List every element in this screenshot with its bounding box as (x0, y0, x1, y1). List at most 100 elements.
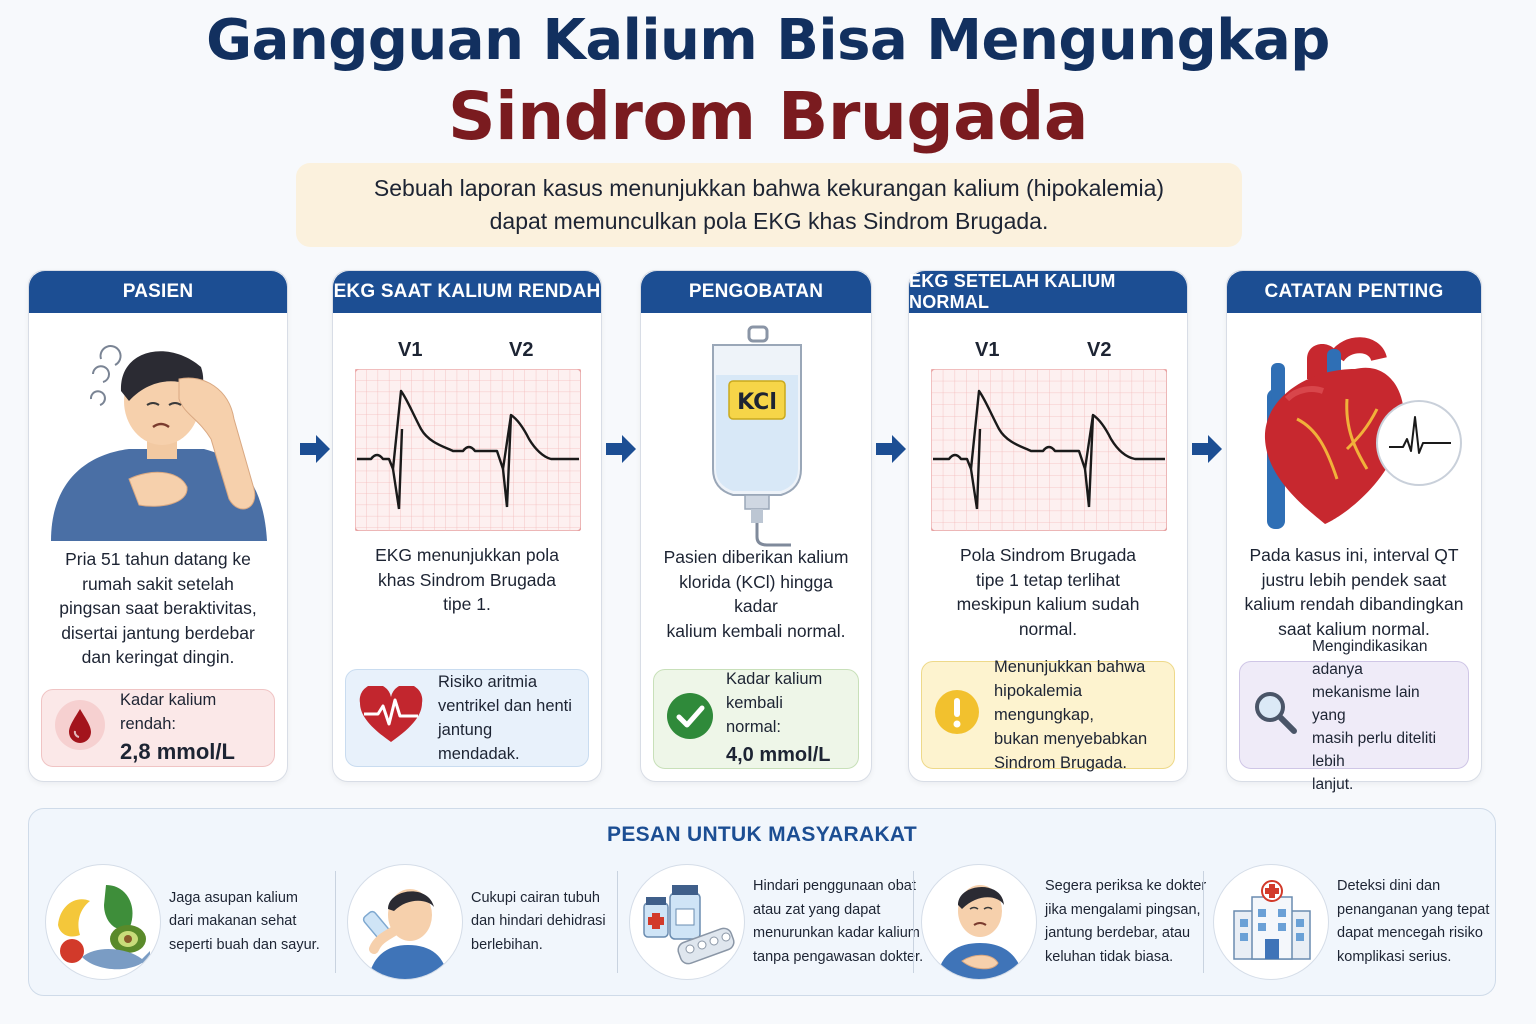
sick-man-illustration (29, 319, 287, 549)
text-line: EKG menunjukkan pola (375, 545, 559, 565)
public-message-panel: PESAN UNTUK MASYARAKAT Jaga asupan kaliu… (28, 808, 1496, 996)
tip-food: Jaga asupan kalium dari makanan sehat se… (45, 861, 320, 983)
heart-pulse-icon (358, 683, 424, 751)
tip-medicine-text: Hindari penggunaan obat atau zat yang da… (753, 875, 923, 969)
text-line: Segera periksa ke dokter (1045, 878, 1207, 894)
arrow-right-icon (1190, 432, 1224, 471)
lead-v1-label: V1 (975, 339, 1000, 361)
lead-v1-label: V1 (398, 339, 423, 361)
lead-v2-label: V2 (509, 339, 534, 361)
card-catatan: CATATAN PENTING Pada kasus ini, interval… (1226, 270, 1482, 793)
tip-doctor: Segera periksa ke dokter jika mengalami … (921, 861, 1206, 983)
text-line: Deteksi dini dan (1337, 878, 1441, 894)
tip-hospital: Deteksi dini dan penanganan yang tepat d… (1213, 861, 1489, 983)
text-line: saat kalium normal. (1278, 618, 1430, 639)
note-line: bukan menyebabkan (994, 730, 1148, 748)
card-pasien-text: Pria 51 tahun datang ke rumah sakit sete… (43, 547, 273, 670)
note-line: Sindrom Brugada. (994, 754, 1127, 772)
note-line: masih perlu diteliti lebih (1312, 729, 1437, 770)
heart-illustration (1227, 319, 1481, 549)
text-line: komplikasi serius. (1337, 948, 1452, 965)
card-catatan-text: Pada kasus ini, interval QT justru lebih… (1241, 543, 1467, 641)
text-line: khas Sindrom Brugada (377, 569, 557, 590)
text-line: menurunkan kadar kalium (753, 925, 920, 941)
potassium-low-value: 2,8 mmol/L (120, 739, 235, 764)
magnifier-icon (1252, 689, 1298, 742)
medicine-icon (629, 864, 745, 980)
text-line: tipe 1 tetap terlihat (976, 569, 1120, 590)
text-line: dari makanan sehat (169, 913, 297, 930)
note-line: ventrikel dan henti (438, 697, 572, 715)
potassium-low-note: Kadar kalium rendah: 2,8 mmol/L (41, 689, 275, 767)
arrow-right-icon (298, 432, 332, 471)
card-pasien: PASIEN Pria 51 tahun datang ke rumah sak… (28, 270, 288, 782)
text-line: Pria 51 tahun datang ke (65, 549, 251, 569)
text-line: klorida (KCl) hingga kadar (679, 571, 833, 617)
tip-water-text: Cukupi cairan tubuh dan hindari dehidras… (471, 887, 606, 958)
lead-v2-label: V2 (1087, 339, 1112, 361)
card-ekg-rendah-header: EKG SAAT KALIUM RENDAH (333, 271, 601, 313)
note-line: lanjut. (1312, 775, 1354, 793)
text-line: kalium rendah dibandingkan (1244, 594, 1464, 614)
note-line: Mengindikasikan adanya (1312, 637, 1428, 678)
blood-drop-icon (54, 699, 106, 758)
tip-medicine: Hindari penggunaan obat atau zat yang da… (629, 861, 923, 983)
text-line: dapat mencegah risiko (1337, 925, 1483, 941)
tip-doctor-text: Segera periksa ke dokter jika mengalami … (1045, 875, 1206, 969)
note-line: mekanisme lain yang (1312, 683, 1420, 724)
card-ekg-rendah-text: EKG menunjukkan pola khas Sindrom Brugad… (347, 543, 587, 617)
hospital-icon (1213, 864, 1329, 980)
tip-food-text: Jaga asupan kalium dari makanan sehat se… (169, 887, 320, 958)
note-line: normal: (726, 718, 782, 736)
text-line: atau zat yang dapat (753, 901, 881, 918)
potassium-normal-note: Kadar kalium kembali normal: 4,0 mmol/L (653, 669, 859, 769)
divider (913, 871, 914, 973)
intro-line-2: dapat memunculkan pola EKG khas Sindrom … (489, 208, 1049, 234)
card-pengobatan: PENGOBATAN KCl Pasien diberikan kalium k… (640, 270, 872, 782)
text-line: kalium kembali normal. (666, 620, 846, 641)
text-line: seperti buah dan sayur. (169, 936, 320, 953)
text-line: penanganan yang tepat (1337, 901, 1490, 918)
text-line: Hindari penggunaan obat (753, 878, 916, 894)
divider (335, 871, 336, 973)
divider (1203, 871, 1204, 973)
note-line: Risiko aritmia (438, 673, 538, 691)
card-ekg-rendah: EKG SAAT KALIUM RENDAH V1 V2 EKG menunju… (332, 270, 602, 782)
note-line: jantung mendadak. (438, 721, 520, 763)
potassium-normal-value: 4,0 mmol/L (726, 744, 831, 766)
text-line: keluhan tidak biasa. (1045, 948, 1174, 965)
check-circle-icon (666, 692, 714, 747)
tip-hospital-text: Deteksi dini dan penanganan yang tepat d… (1337, 875, 1489, 969)
note-line: Kadar kalium kembali (726, 670, 823, 712)
warning-icon (934, 689, 980, 742)
intro-line-1: Sebuah laporan kasus menunjukkan bahwa k… (373, 175, 1165, 201)
text-line: jantung berdebar, atau (1045, 925, 1191, 941)
kcl-label: KCl (737, 390, 777, 415)
text-line: jika mengalami pingsan, (1045, 901, 1201, 918)
text-line: tanpa pengawasan dokter. (753, 948, 924, 965)
page-subtitle: Sindrom Brugada (448, 78, 1088, 155)
text-line: Cukupi cairan tubuh (471, 889, 600, 906)
text-line: berlebihan. (471, 936, 543, 953)
arrhythmia-risk-note: Risiko aritmia ventrikel dan henti jantu… (345, 669, 589, 767)
arrow-right-icon (874, 432, 908, 471)
text-line: meskipun kalium sudah (956, 594, 1140, 614)
public-message-title: PESAN UNTUK MASYARAKAT (607, 823, 917, 846)
text-line: rumah sakit setelah (82, 573, 234, 594)
hypokalemia-note: Menunjukkan bahwa hipokalemia mengungkap… (921, 658, 1175, 772)
mechanism-note: Mengindikasikan adanya mekanisme lain ya… (1239, 638, 1469, 793)
text-line: Pola Sindrom Brugada (959, 545, 1137, 565)
page-title: Gangguan Kalium Bisa Mengungkap (206, 8, 1330, 73)
text-line: normal. (1018, 618, 1078, 639)
divider (617, 871, 618, 973)
healthy-food-icon (45, 864, 161, 980)
card-ekg-normal-header: EKG SETELAH KALIUM NORMAL (909, 271, 1187, 313)
dizzy-swirl-icon (89, 345, 122, 406)
text-line: dan hindari dehidrasi (471, 913, 606, 930)
card-ekg-normal: EKG SETELAH KALIUM NORMAL V1 V2 Pola Sin… (908, 270, 1188, 782)
text-line: Pada kasus ini, interval QT (1249, 545, 1459, 565)
chest-pain-person-icon (921, 864, 1037, 980)
text-line: disertai jantung berdebar (61, 622, 255, 643)
iv-bag-illustration: KCl (641, 319, 871, 549)
text-line: tipe 1. (443, 594, 491, 614)
